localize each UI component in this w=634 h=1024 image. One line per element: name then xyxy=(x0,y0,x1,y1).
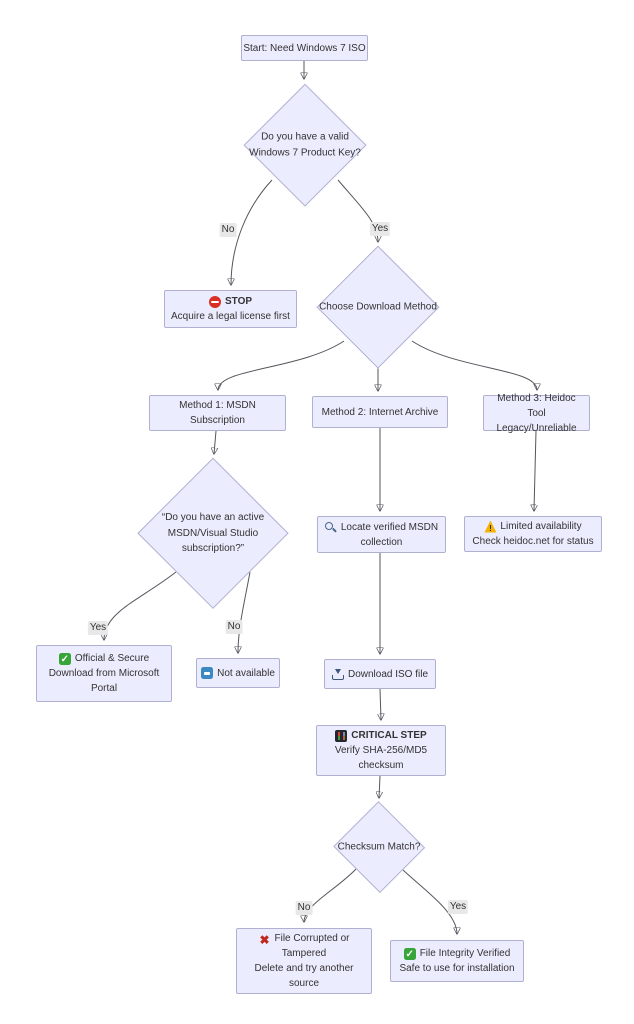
check-icon xyxy=(403,947,416,962)
edge-label-msdn-yes: Yes xyxy=(87,621,109,635)
edge-msdn-no-notavailable xyxy=(238,571,251,653)
node-stop-title: STOP xyxy=(224,296,253,307)
check-icon xyxy=(58,652,71,667)
edge-label-product-key-no: No xyxy=(219,223,237,237)
node-critical: CRITICAL STEP Verify SHA-256/MD5 checksu… xyxy=(316,725,446,776)
edge-choose-to-method3 xyxy=(411,340,537,390)
node-download: Download ISO file xyxy=(324,659,436,689)
edge-download-to-critical xyxy=(380,688,381,720)
node-start-label: Start: Need Windows 7 ISO xyxy=(243,42,366,54)
node-method1-label: Method 1: MSDN Subscription xyxy=(179,400,256,426)
node-official-sublabel: Download from Microsoft Portal xyxy=(48,668,160,694)
node-verified: File Integrity Verified Safe to use for … xyxy=(390,940,524,982)
edge-critical-to-checksum xyxy=(379,775,380,798)
node-method3: Method 3: Heidoc Tool Legacy/Unreliable xyxy=(483,393,590,434)
node-official: Official & Secure Download from Microsof… xyxy=(36,645,172,702)
edge-label-msdn-no: No xyxy=(225,620,243,634)
edge-productkey-yes-choose xyxy=(337,179,378,242)
node-verified-sublabel: Safe to use for installation xyxy=(399,963,515,974)
node-not-available: Not available xyxy=(196,658,280,688)
node-method3-label: Method 3: Heidoc Tool Legacy/Unreliable xyxy=(496,392,577,434)
edge-label-product-key-yes: Yes xyxy=(369,222,391,236)
decision-choose-method-label: Choose Download Method xyxy=(319,301,437,313)
node-locate-title: Locate verified MSDN xyxy=(340,521,439,533)
node-method1: Method 1: MSDN Subscription xyxy=(149,395,286,431)
node-not-available-title: Not available xyxy=(217,667,275,679)
decision-checksum-match-label: Checksum Match? xyxy=(337,841,421,853)
node-limited-title: Limited availability xyxy=(500,521,582,532)
edge-productkey-no-stop xyxy=(231,179,273,285)
node-corrupted-title: File Corrupted or xyxy=(274,933,350,944)
node-official-title: Official & Secure xyxy=(74,653,150,664)
decision-choose-method: Choose Download Method xyxy=(316,245,440,369)
node-method2-label: Method 2: Internet Archive xyxy=(321,406,439,418)
download-tray-icon xyxy=(331,668,344,680)
node-verified-title: File Integrity Verified xyxy=(419,948,511,959)
decision-msdn-subscription: “Do you have an active MSDN/Visual Studi… xyxy=(137,457,289,609)
node-corrupted: File Corrupted or Tampered Delete and tr… xyxy=(236,928,372,994)
edge-label-checksum-no: No xyxy=(295,901,313,915)
cross-icon xyxy=(258,931,270,949)
node-critical-title: CRITICAL STEP xyxy=(351,730,427,741)
decision-checksum-match: Checksum Match? xyxy=(333,801,425,893)
node-stop-sublabel: Acquire a legal license first xyxy=(171,311,290,322)
decision-msdn-subscription-label: “Do you have an active MSDN/Visual Studi… xyxy=(161,511,265,554)
edge-checksum-no-corrupted xyxy=(304,868,357,922)
node-limited-sublabel: Check heidoc.net for status xyxy=(472,536,594,547)
node-start: Start: Need Windows 7 ISO xyxy=(241,35,368,61)
blue-square-icon xyxy=(201,667,214,679)
warning-icon xyxy=(484,520,497,533)
node-critical-sublabel: Verify SHA-256/MD5 checksum xyxy=(334,745,428,771)
decision-product-key: Do you have a valid Windows 7 Product Ke… xyxy=(243,83,367,207)
magnifier-icon xyxy=(325,521,337,533)
edge-label-checksum-yes: Yes xyxy=(447,900,469,914)
edge-checksum-yes-verified xyxy=(401,868,457,934)
node-locate: Locate verified MSDN collection xyxy=(317,516,446,553)
no-entry-icon xyxy=(208,295,221,308)
edge-choose-to-method1 xyxy=(218,340,345,390)
node-limited: Limited availability Check heidoc.net fo… xyxy=(464,516,602,552)
control-knobs-icon xyxy=(335,729,348,742)
node-download-title: Download ISO file xyxy=(347,668,429,680)
node-stop: STOP Acquire a legal license first xyxy=(164,290,297,328)
node-locate-sublabel: collection xyxy=(360,536,403,548)
edge-method1-to-msdn-decision xyxy=(214,430,216,454)
node-method2: Method 2: Internet Archive xyxy=(312,396,448,428)
node-corrupted-sublabel: Tampered Delete and try another source xyxy=(254,948,354,989)
edge-method3-to-limited xyxy=(534,430,536,511)
decision-product-key-label: Do you have a valid Windows 7 Product Ke… xyxy=(249,131,361,159)
